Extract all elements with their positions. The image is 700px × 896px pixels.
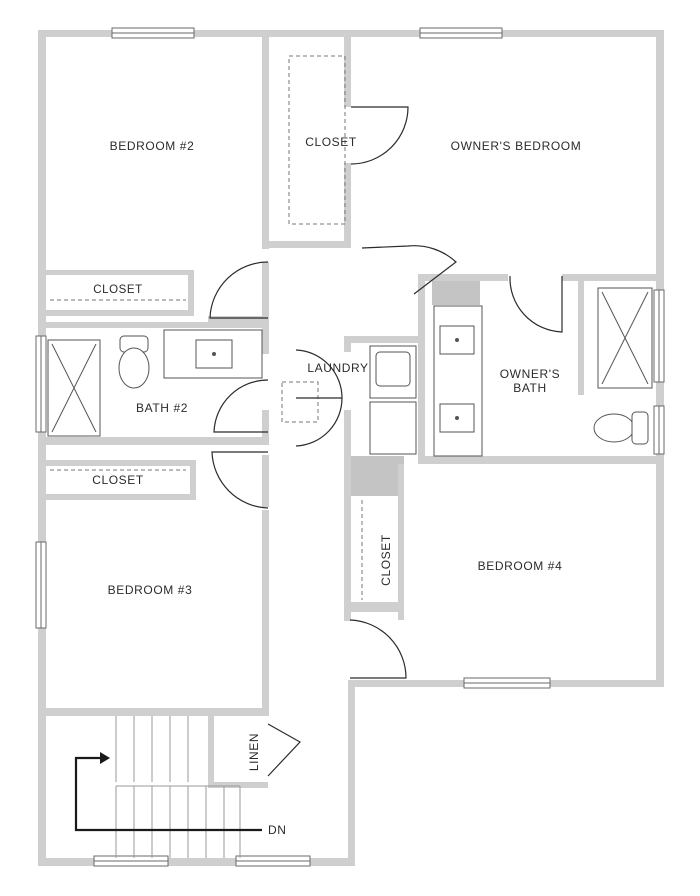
label-owners-bath-2: BATH (513, 381, 547, 395)
windows (35, 27, 665, 867)
label-closet-bed3: CLOSET (92, 473, 144, 487)
label-laundry: LAUNDRY (307, 361, 368, 375)
dryer (369, 401, 417, 455)
label-owners-bedroom: OWNER'S BEDROOM (451, 139, 582, 153)
stairs-arrow-icon (74, 752, 262, 832)
label-closet-owner: CLOSET (305, 135, 357, 149)
label-bath2: BATH #2 (136, 401, 188, 415)
label-bedroom3: BEDROOM #3 (108, 583, 193, 597)
owners-sink-2 (439, 403, 475, 433)
laundry-fixtures (369, 345, 417, 455)
room-labels: BEDROOM #2 CLOSET OWNER'S BEDROOM CLOSET… (92, 135, 581, 837)
stairs (115, 716, 241, 858)
label-closet-bed2: CLOSET (93, 284, 143, 296)
closet-owner-shelf (288, 55, 346, 225)
doors (209, 106, 563, 777)
bath2-toilet-bowl (118, 347, 150, 389)
label-linen: LINEN (247, 733, 261, 771)
bath2-sink (195, 339, 233, 369)
label-stairs-down: DN (268, 823, 287, 837)
laundry-dashed-area (281, 381, 319, 423)
label-owners-bath-1: OWNER'S (500, 367, 561, 381)
label-bedroom4: BEDROOM #4 (478, 559, 563, 573)
label-closet-bed4: CLOSET (379, 534, 393, 586)
owners-bath-fixtures (433, 287, 653, 457)
owners-toilet-bowl (593, 413, 635, 443)
interior-walls (46, 37, 664, 788)
bath2-fixtures (47, 329, 263, 437)
owners-toilet-tank (631, 411, 649, 445)
label-bedroom2: BEDROOM #2 (110, 139, 195, 153)
closet-shelves (50, 55, 363, 600)
